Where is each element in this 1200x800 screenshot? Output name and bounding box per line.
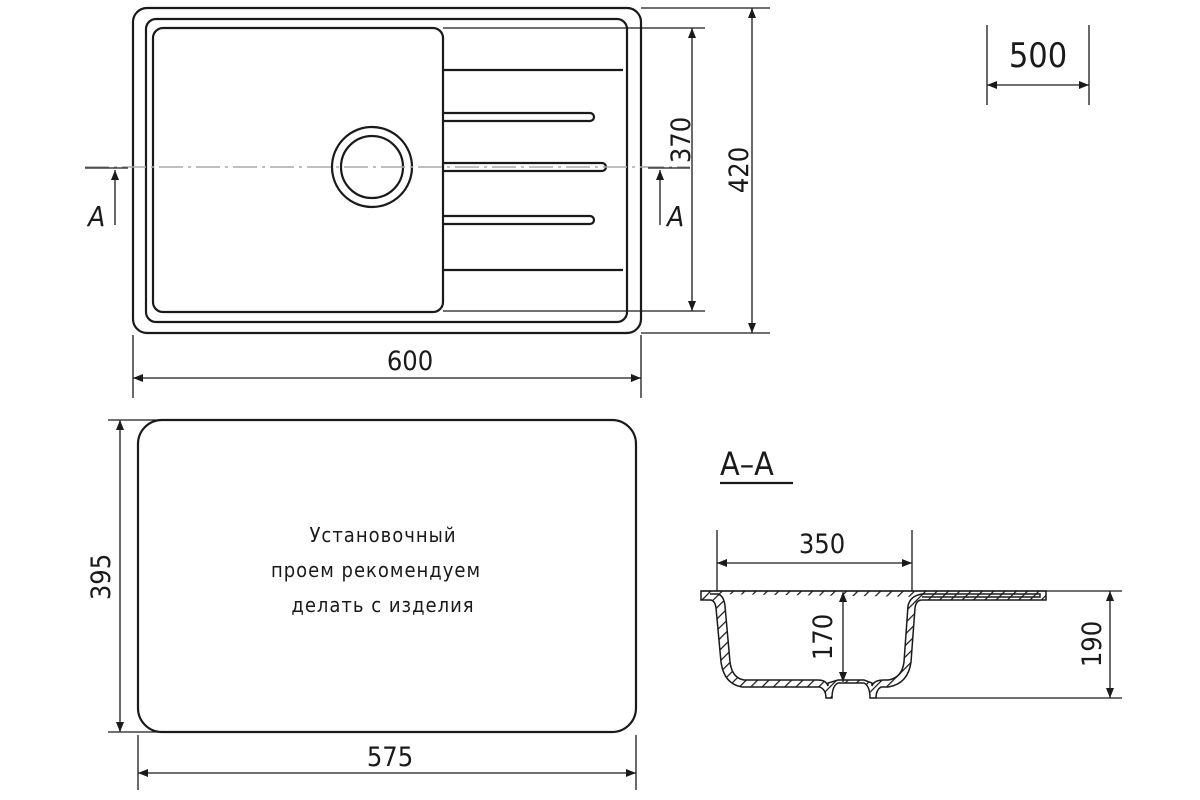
dimension-bowl-width: 350: [716, 529, 913, 591]
dimension-bowl-depth: 370: [443, 27, 705, 312]
sink-outer-outline: [131, 6, 643, 335]
cutout-note-line-3: делать с изделия: [291, 593, 474, 617]
dimension-total-height: 190: [876, 590, 1122, 699]
dimension-total-depth: 420: [641, 7, 770, 334]
dim-190-label: 190: [1077, 621, 1108, 667]
cutout-note-line-1: Установочный: [309, 523, 456, 547]
dim-575-label: 575: [367, 742, 413, 773]
sink-rim-outline: [144, 17, 629, 324]
scale-500-label: 500: [1009, 36, 1067, 76]
dim-350-label: 350: [799, 529, 845, 560]
section-mark-left: A: [85, 167, 128, 233]
section-label-right: A: [665, 200, 684, 233]
cutout-view: Установочный проем рекомендуем делать с …: [86, 418, 638, 790]
dimension-bowl-inner-depth: 170: [808, 592, 847, 682]
dim-420-label: 420: [724, 147, 755, 193]
drainboard-groove: [443, 111, 596, 123]
dim-170-label: 170: [808, 614, 839, 660]
section-mark-right: A: [648, 167, 690, 233]
section-label-left: A: [86, 200, 105, 233]
cutout-note-line-2: проем рекомендуем: [271, 558, 481, 582]
drainboard-groove: [443, 214, 596, 226]
dim-395-label: 395: [86, 554, 117, 600]
top-view: A A 370 420 600: [85, 6, 770, 398]
sink-profile: [700, 590, 1047, 699]
dim-600-label: 600: [387, 346, 433, 377]
dim-370-label: 370: [666, 117, 697, 163]
dimension-cutout-depth: 395: [86, 419, 160, 733]
scale-reference: 500: [986, 25, 1090, 105]
dimension-cutout-width: 575: [137, 735, 637, 790]
dimension-total-width: 600: [132, 335, 642, 398]
cutout-outline: [136, 418, 638, 734]
section-view: A–A 350 170 190: [700, 445, 1122, 699]
section-title: A–A: [720, 445, 774, 483]
bowl-outline: [151, 26, 445, 314]
